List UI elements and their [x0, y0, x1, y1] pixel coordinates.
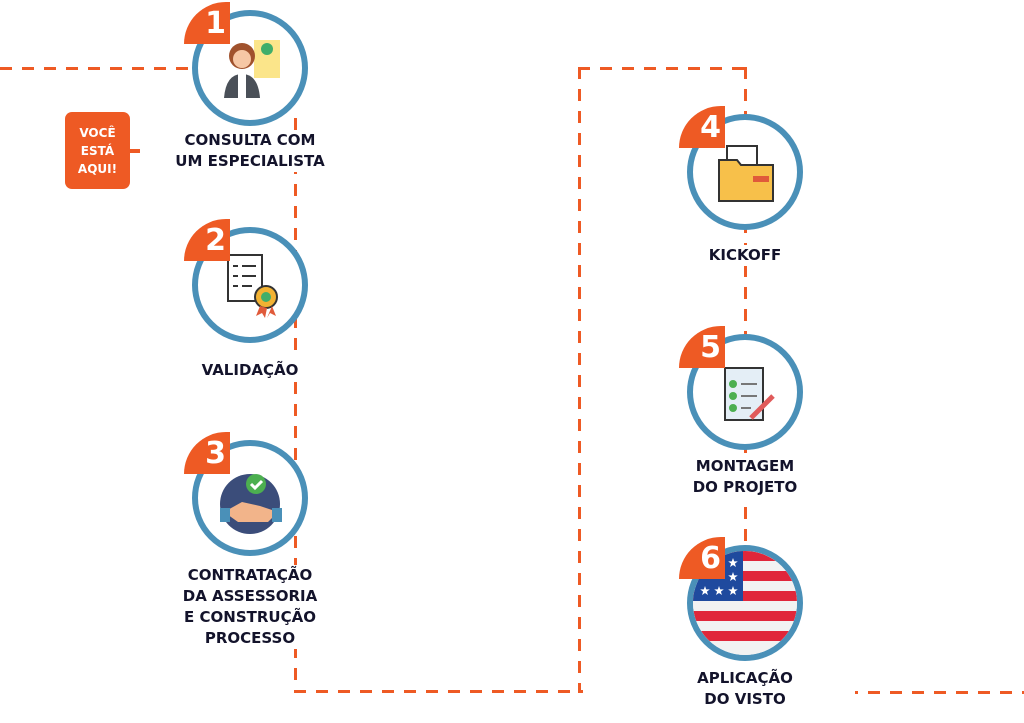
path-line [578, 67, 748, 70]
path-line [846, 691, 1024, 694]
checklist-icon [724, 367, 775, 421]
path-line [0, 67, 190, 70]
step-3: 3 [184, 432, 310, 558]
step-number-badge: 2 [184, 219, 230, 261]
step-4: 4 [679, 106, 805, 232]
step-number-badge: 6 [679, 537, 725, 579]
you-are-here-text: ESTÁ [80, 143, 115, 158]
certificate-icon [227, 254, 278, 318]
you-are-here-text: VOCÊ [79, 125, 116, 140]
handshake-icon [220, 474, 282, 534]
step-2: 2 [184, 219, 310, 345]
you-are-here-text: AQUI! [77, 161, 118, 176]
step-1: 1 [184, 2, 310, 128]
step-number-badge: 5 [679, 326, 725, 368]
path-line [294, 118, 297, 692]
step-title: KICKOFF [635, 245, 855, 266]
step-5: 5 [679, 326, 805, 452]
step-6: 6 [679, 537, 805, 663]
path-line [578, 67, 581, 693]
path-line [294, 690, 583, 693]
step-number-badge: 4 [679, 106, 725, 148]
step-number-badge: 1 [184, 2, 230, 44]
step-number-badge: 3 [184, 432, 230, 474]
you-are-here-badge: VOCÊ ESTÁ AQUI! [65, 112, 130, 189]
step-title: VALIDAÇÃO [140, 360, 360, 381]
folder-icon [718, 145, 774, 202]
specialist-icon [224, 40, 280, 98]
